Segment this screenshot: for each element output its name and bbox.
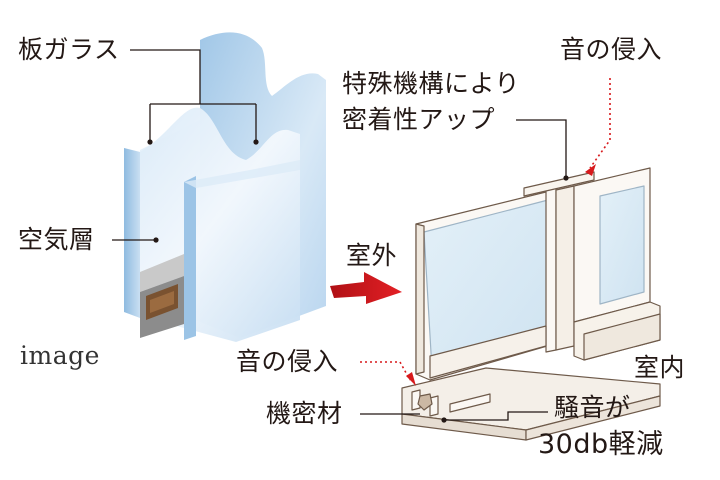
label-sound-intrusion-left: 音の侵入 <box>236 347 339 376</box>
airtight-material <box>417 393 433 411</box>
sound-path-top <box>589 78 611 169</box>
double-glazing-unit <box>112 32 326 342</box>
front-glass-edge <box>124 148 140 318</box>
label-airtight-material: 機密材 <box>266 399 343 428</box>
window-sash-section <box>401 167 661 441</box>
leader-sheet-glass <box>130 49 257 142</box>
label-noise-line2: 30db軽減 <box>538 429 664 460</box>
label-indoor: 室内 <box>634 353 686 382</box>
label-outdoor: 室外 <box>346 241 398 270</box>
front-glass-cut <box>184 176 196 340</box>
label-air-layer: 空気層 <box>18 225 95 254</box>
leader-noise <box>444 411 548 421</box>
meeting-stile <box>545 183 557 353</box>
label-sheet-glass: 板ガラス <box>18 35 120 64</box>
label-special-mechanism-line2: 密着性アップ <box>342 105 496 134</box>
label-sound-intrusion-top: 音の侵入 <box>560 35 663 64</box>
spacer-top <box>140 254 184 292</box>
label-special-mechanism-line1: 特殊機構により <box>342 69 521 98</box>
outdoor-arrow <box>330 272 402 304</box>
sound-path-left <box>360 361 411 381</box>
leader-special-mechanism <box>516 119 567 178</box>
label-noise-line1: 騒音が <box>554 393 631 422</box>
label-image-note: image <box>20 341 100 370</box>
